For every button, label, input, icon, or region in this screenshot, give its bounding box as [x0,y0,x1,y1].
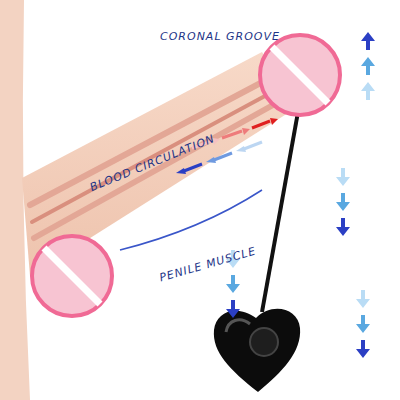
down-arrows [226,168,370,358]
heart-shine [226,320,250,332]
heart-ball [250,328,278,356]
blood-vessels [30,78,282,238]
censor-mark [260,35,340,115]
cord [262,112,298,312]
heart-weight [214,309,300,392]
part-label: PENILE MUSCLE [158,244,258,284]
up-arrows [361,32,375,100]
censor-mark [32,236,112,316]
muscle-line [120,190,262,250]
part-label: CORONAL GROOVE [160,30,280,43]
